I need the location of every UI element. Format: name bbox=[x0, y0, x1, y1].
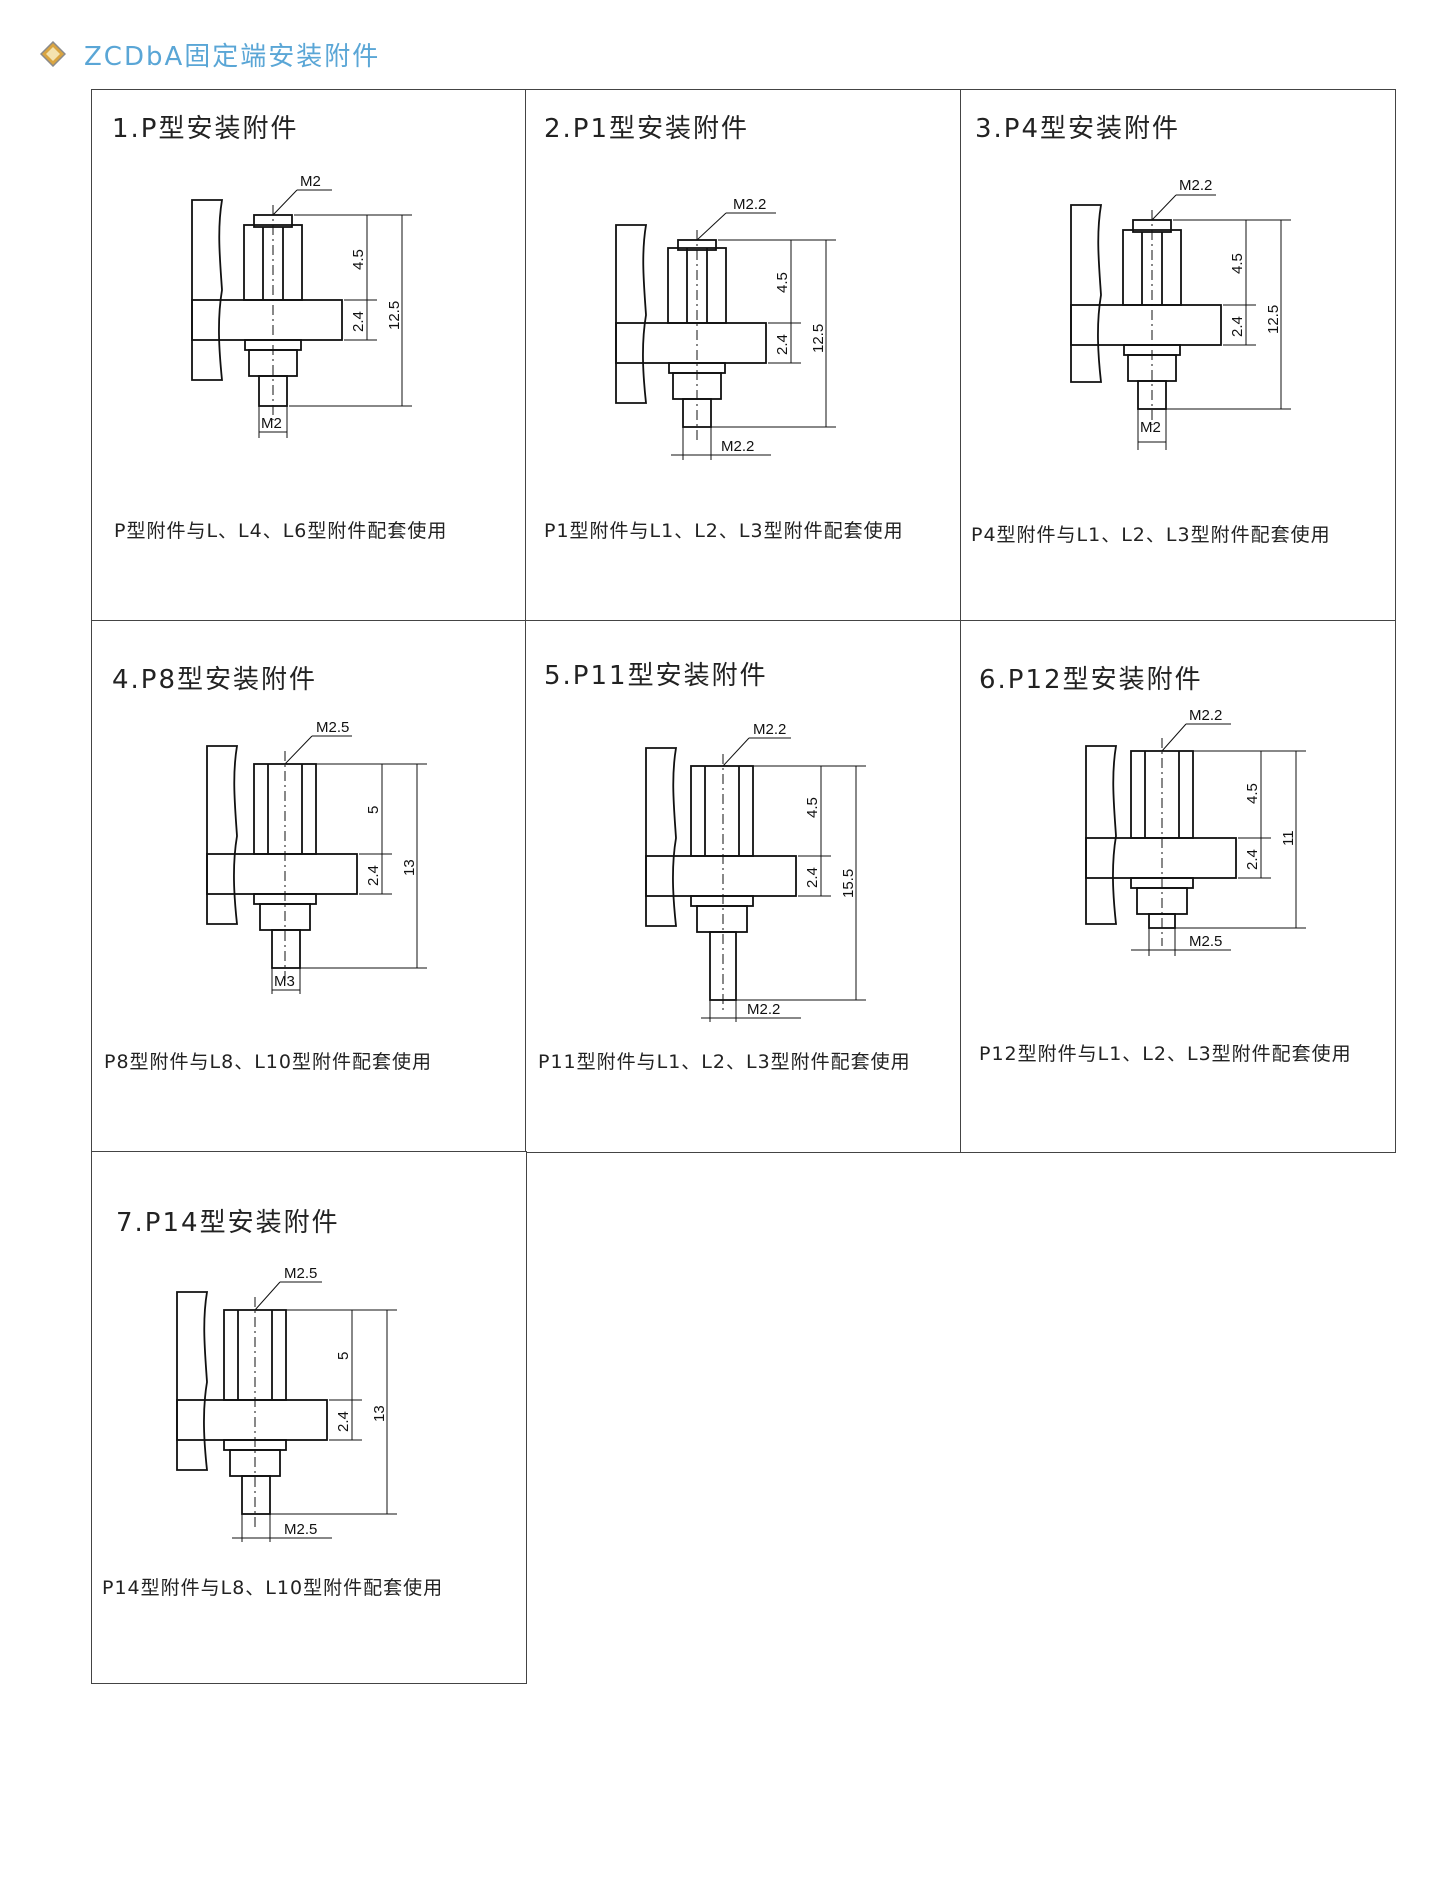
bottom-thread-label: M2.5 bbox=[1189, 933, 1222, 950]
card-title: 1.P型安装附件 bbox=[112, 114, 299, 144]
dimension-label: 2.4 bbox=[365, 865, 382, 886]
technical-drawing: M2.2 M2.2 4.5 2.4 12.5 bbox=[611, 185, 851, 479]
dimension-label: 2.4 bbox=[774, 334, 791, 355]
dimension-label: 12.5 bbox=[810, 324, 827, 353]
technical-drawing: M2.2 M2 4.5 2.4 12.5 bbox=[1066, 170, 1306, 464]
card-note: P12型附件与L1、L2、L3型附件配套使用 bbox=[979, 1043, 1352, 1065]
bottom-thread-label: M3 bbox=[274, 973, 295, 990]
card-title: 2.P1型安装附件 bbox=[544, 114, 750, 144]
top-thread-label: M2 bbox=[300, 173, 321, 190]
page-header: ZCDbA固定端安装附件 bbox=[39, 36, 381, 72]
top-thread-label: M2.2 bbox=[1189, 707, 1222, 724]
card-note: P14型附件与L8、L10型附件配套使用 bbox=[102, 1577, 444, 1599]
top-thread-label: M2.2 bbox=[733, 196, 766, 213]
dimension-label: 2.4 bbox=[1244, 849, 1261, 870]
dimension-label: 4.5 bbox=[1229, 253, 1246, 274]
attachment-card-p14: 7.P14型安装附件 bbox=[91, 1151, 527, 1684]
dimension-label: 2.4 bbox=[335, 1411, 352, 1432]
card-note: P11型附件与L1、L2、L3型附件配套使用 bbox=[538, 1051, 911, 1073]
dimension-label: 4.5 bbox=[1244, 783, 1261, 804]
technical-drawing: M2.2 M2.2 4.5 2.4 15.5 bbox=[641, 716, 881, 1040]
attachment-card-p8: 4.P8型安装附件 bbox=[91, 620, 527, 1153]
dimension-label: 11 bbox=[1280, 830, 1297, 846]
dimension-label: 4.5 bbox=[804, 797, 821, 818]
top-thread-label: M2.2 bbox=[1179, 177, 1212, 194]
bottom-thread-label: M2 bbox=[261, 415, 282, 432]
card-title: 4.P8型安装附件 bbox=[112, 665, 318, 695]
dimension-label: 13 bbox=[371, 1405, 388, 1422]
card-note: P8型附件与L8、L10型附件配套使用 bbox=[104, 1051, 432, 1073]
top-thread-label: M2.5 bbox=[284, 1265, 317, 1282]
dimension-label: 12.5 bbox=[1265, 305, 1282, 334]
attachment-card-p4: 3.P4型安装附件 bbox=[960, 89, 1396, 622]
dimension-label: 5 bbox=[335, 1352, 352, 1360]
bottom-thread-label: M2.2 bbox=[747, 1001, 780, 1018]
dimension-label: 15.5 bbox=[840, 869, 857, 898]
attachment-card-p: 1.P型安装附件 bbox=[91, 89, 527, 622]
diamond-bullet-icon bbox=[39, 40, 67, 68]
page-title: ZCDbA固定端安装附件 bbox=[84, 41, 381, 72]
attachment-card-p11: 5.P11型安装附件 bbox=[525, 620, 962, 1153]
dimension-label: 4.5 bbox=[774, 272, 791, 293]
technical-drawing: M2.2 M2.5 4.5 2.4 11 bbox=[1081, 706, 1321, 990]
dimension-label: 2.4 bbox=[804, 867, 821, 888]
top-thread-label: M2.2 bbox=[753, 721, 786, 738]
card-title: 5.P11型安装附件 bbox=[544, 661, 768, 691]
bottom-thread-label: M2.2 bbox=[721, 438, 754, 455]
card-note: P型附件与L、L4、L6型附件配套使用 bbox=[114, 520, 448, 542]
bottom-thread-label: M2.5 bbox=[284, 1521, 317, 1538]
dimension-label: 2.4 bbox=[350, 311, 367, 332]
attachment-card-p1: 2.P1型安装附件 bbox=[525, 89, 962, 622]
dimension-label: 12.5 bbox=[386, 301, 403, 330]
card-title: 6.P12型安装附件 bbox=[979, 665, 1203, 695]
dimension-label: 13 bbox=[401, 859, 418, 876]
card-title: 3.P4型安装附件 bbox=[975, 114, 1181, 144]
bottom-thread-label: M2 bbox=[1140, 419, 1161, 436]
dimension-label: 5 bbox=[365, 806, 382, 814]
technical-drawing: M2.5 M3 5 2.4 13 bbox=[202, 706, 442, 1000]
technical-drawing: M2 M2 4.5 2.4 12.5 bbox=[187, 170, 427, 454]
top-thread-label: M2.5 bbox=[316, 719, 349, 736]
card-note: P4型附件与L1、L2、L3型附件配套使用 bbox=[971, 524, 1331, 546]
card-note: P1型附件与L1、L2、L3型附件配套使用 bbox=[544, 520, 904, 542]
dimension-label: 2.4 bbox=[1229, 316, 1246, 337]
technical-drawing: M2.5 M2.5 5 2.4 13 bbox=[172, 1252, 412, 1546]
dimension-label: 4.5 bbox=[350, 249, 367, 270]
attachment-card-p12: 6.P12型安装附件 bbox=[960, 620, 1396, 1153]
card-title: 7.P14型安装附件 bbox=[116, 1208, 340, 1238]
